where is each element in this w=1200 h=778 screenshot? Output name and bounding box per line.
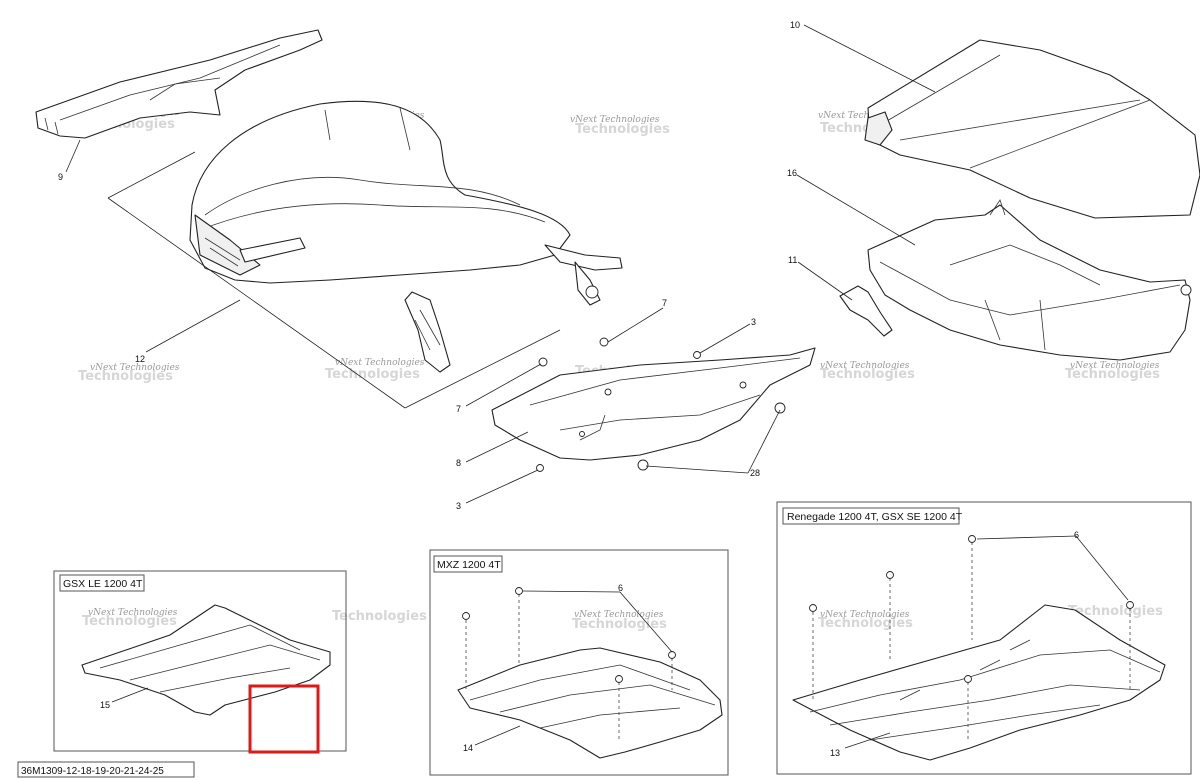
- callout-13: 13: [830, 748, 840, 758]
- watermark-text: vNext Technologies: [820, 610, 910, 620]
- document-id-frame: [17, 761, 195, 778]
- callout-7-left: 7: [456, 404, 461, 414]
- part-12-seat: [189, 100, 623, 373]
- callout-6-renegade: 6: [1074, 530, 1079, 540]
- callout-15: 15: [100, 700, 110, 710]
- box-label-renegade: Renegade 1200 4T, GSX SE 1200 4T: [787, 511, 963, 523]
- seat-outline: [107, 151, 561, 409]
- watermark-text: Technologies: [572, 617, 667, 632]
- part-8-cover: [491, 347, 816, 461]
- watermark-text: Technologies: [1065, 367, 1160, 382]
- box-label-mxz: MXZ 1200 4T: [437, 559, 501, 571]
- callout-8: 8: [456, 458, 461, 468]
- watermark-text: vNext Technologies: [1070, 361, 1160, 371]
- part-16-tray: [867, 199, 1192, 361]
- callout-12: 12: [135, 354, 145, 364]
- watermark-group: Technologies vNext Technologies Technolo…: [78, 108, 1163, 632]
- callout-6-mxz: 6: [618, 583, 623, 593]
- callout-3-bottom: 3: [456, 501, 461, 511]
- watermark-text: Technologies: [325, 367, 420, 382]
- watermark-text: Technologies: [820, 367, 915, 382]
- highlight-box: [248, 684, 320, 754]
- watermark-text: Technologies: [818, 616, 913, 631]
- callout-11: 11: [788, 255, 797, 265]
- watermark-text: Technologies: [78, 369, 173, 384]
- part-10-panel: [864, 39, 1200, 219]
- part-9-cover: [35, 29, 323, 139]
- watermark-text: Technologies: [332, 609, 427, 624]
- box-gsx-le: GSX LE 1200 4T 15: [53, 570, 347, 754]
- callout-9: 9: [58, 172, 63, 182]
- watermark-text: vNext Technologies: [570, 115, 660, 125]
- watermark-text: vNext Technologies: [820, 361, 910, 371]
- callout-16: 16: [787, 168, 797, 178]
- callout-28: 28: [750, 468, 760, 478]
- box-mxz: MXZ 1200 4T 6 14: [429, 549, 729, 776]
- watermark-text: vNext Technologies: [90, 363, 180, 373]
- callout-3-top: 3: [751, 317, 756, 327]
- callout-10: 10: [790, 20, 800, 30]
- document-id: 36M1309-12-18-19-20-21-24-25: [21, 766, 164, 777]
- callout-14: 14: [463, 743, 473, 753]
- box-label-gsx-le: GSX LE 1200 4T: [63, 578, 143, 590]
- watermark-text: vNext Technologies: [335, 358, 425, 368]
- watermark-text: Technologies: [82, 614, 177, 629]
- leader-lines: [65, 24, 936, 504]
- part-11-latch: [839, 285, 893, 337]
- callout-7-top: 7: [662, 298, 667, 308]
- box-renegade: Renegade 1200 4T, GSX SE 1200 4T 6 13: [776, 501, 1192, 775]
- watermark-text: vNext Technologies: [574, 610, 664, 620]
- watermark-text: Technologies: [575, 122, 670, 137]
- watermark-text: vNext Technologies: [88, 608, 178, 618]
- watermark-text: vNext Technologies: [818, 111, 908, 121]
- watermark-text: Technologies: [1068, 604, 1163, 619]
